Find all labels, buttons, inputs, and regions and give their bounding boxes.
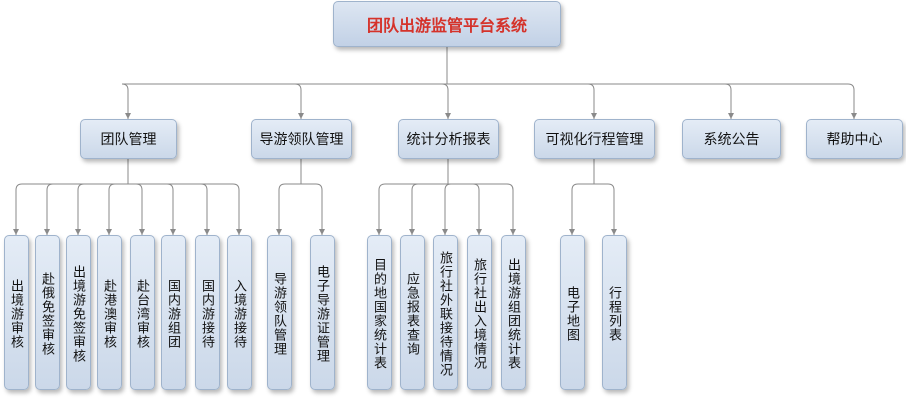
leaf-guide-leader-management[interactable]: 导游领队管理 xyxy=(267,235,292,390)
leaf-russia-visa-free-review[interactable]: 赴俄免签审核 xyxy=(35,235,60,390)
category-team-management[interactable]: 团队管理 xyxy=(80,119,177,159)
leaf-outbound-review[interactable]: 出境游审核 xyxy=(4,235,29,390)
category-help-center[interactable]: 帮助中心 xyxy=(806,119,903,159)
leaf-domestic-group[interactable]: 国内游组团 xyxy=(161,235,186,390)
leaf-e-guide-card-management[interactable]: 电子导游证管理 xyxy=(310,235,335,390)
leaf-hk-macau-review[interactable]: 赴港澳审核 xyxy=(97,235,122,390)
root-node[interactable]: 团队出游监管平台系统 xyxy=(333,1,561,47)
category-system-announcement[interactable]: 系统公告 xyxy=(682,119,781,159)
leaf-domestic-reception[interactable]: 国内游接待 xyxy=(195,235,220,390)
leaf-outbound-group-stats[interactable]: 出境游组团统计表 xyxy=(501,235,526,390)
leaf-inbound-reception[interactable]: 入境游接待 xyxy=(227,235,252,390)
category-itinerary-visualization[interactable]: 可视化行程管理 xyxy=(534,119,655,159)
leaf-agency-entry-exit[interactable]: 旅行社出入境情况 xyxy=(467,235,492,390)
leaf-taiwan-review[interactable]: 赴台湾审核 xyxy=(130,235,155,390)
leaf-electronic-map[interactable]: 电子地图 xyxy=(560,235,585,390)
category-statistics-reports[interactable]: 统计分析报表 xyxy=(398,119,499,159)
leaf-agency-outreach[interactable]: 旅行社外联接待情况 xyxy=(433,235,458,390)
leaf-emergency-report[interactable]: 应急报表查询 xyxy=(400,235,425,390)
leaf-outbound-visa-free-review[interactable]: 出境游免签审核 xyxy=(66,235,91,390)
category-guide-management[interactable]: 导游领队管理 xyxy=(251,119,352,159)
leaf-destination-stats[interactable]: 目的地国家统计表 xyxy=(367,235,392,390)
leaf-itinerary-list[interactable]: 行程列表 xyxy=(602,235,627,390)
